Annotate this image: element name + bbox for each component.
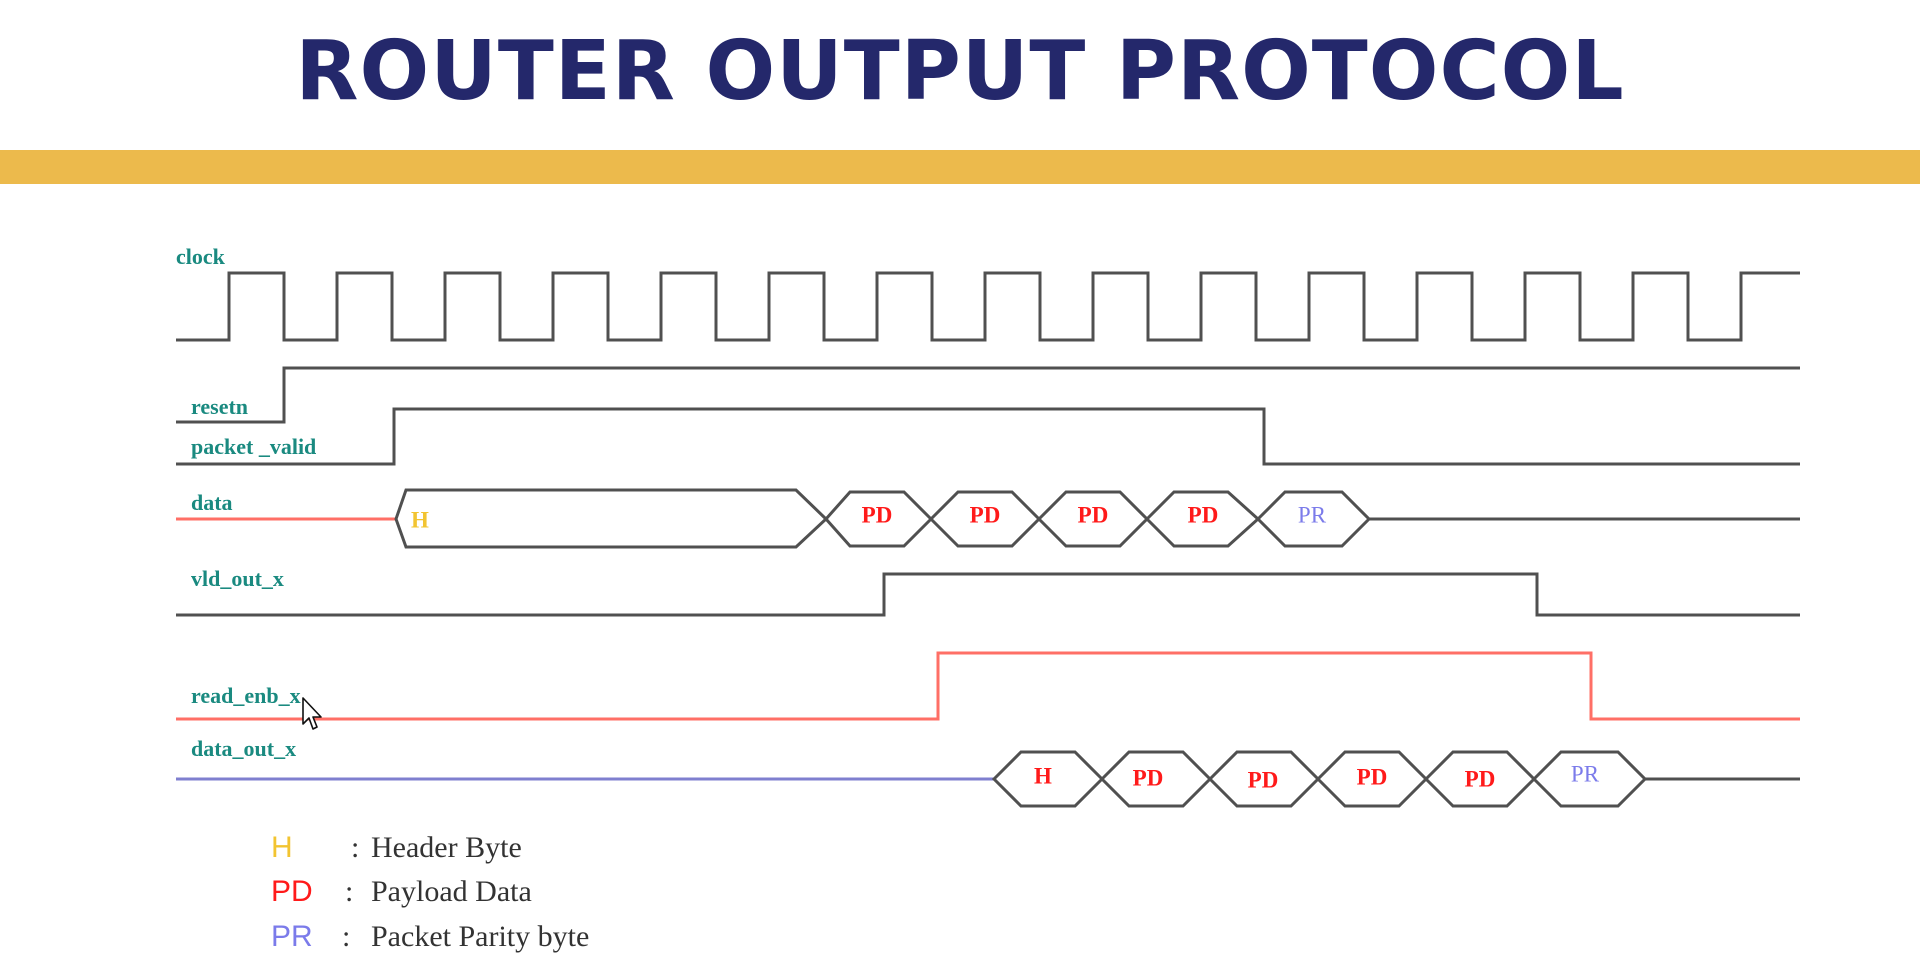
mouse-pointer-icon (302, 697, 322, 730)
data-label-pd-1: PD (862, 502, 893, 527)
label-resetn: resetn (191, 394, 248, 419)
legend-sep-pr: : (342, 920, 350, 953)
data-out-label-pd-4: PD (1465, 766, 1496, 791)
data-out-label-h: H (1034, 763, 1052, 788)
read-enb-x-waveform (176, 651, 1800, 721)
vld-out-x-waveform (176, 572, 1800, 617)
data-label-h: H (411, 507, 429, 532)
clock-waveform (176, 271, 1800, 342)
legend-sep-h: : (351, 831, 359, 864)
data-out-label-pr: PR (1571, 761, 1600, 786)
label-data: data (191, 490, 233, 515)
data-label-pd-4: PD (1188, 502, 1219, 527)
legend-desc-pd: Payload Data (371, 875, 532, 908)
legend-desc-pr: Packet Parity byte (371, 920, 589, 953)
legend-abbr-pr: PR (271, 920, 313, 953)
label-clock: clock (176, 244, 226, 269)
title-accent-bar (0, 150, 1920, 184)
label-packet-valid: packet _valid (191, 434, 316, 459)
legend-desc-h: Header Byte (371, 831, 522, 864)
data-header-box (394, 488, 829, 549)
packet-valid-waveform (176, 407, 1800, 466)
label-read-enb-x: read_enb_x (191, 683, 301, 708)
data-label-pd-3: PD (1078, 502, 1109, 527)
legend-sep-pd: : (345, 875, 353, 908)
label-data-out-x: data_out_x (191, 736, 296, 761)
legend: H : Header Byte PD : Payload Data PR : P… (271, 831, 589, 953)
data-out-label-pd-2: PD (1248, 767, 1279, 792)
slide-title: ROUTER OUTPUT PROTOCOL (295, 24, 1625, 119)
legend-abbr-h: H (271, 831, 293, 864)
data-label-pr: PR (1298, 502, 1327, 527)
data-out-label-pd-1: PD (1133, 765, 1164, 790)
data-label-pd-2: PD (970, 502, 1001, 527)
label-vld-out-x: vld_out_x (191, 566, 284, 591)
resetn-waveform (176, 366, 1800, 424)
legend-abbr-pd: PD (271, 875, 313, 908)
data-out-label-pd-3: PD (1357, 764, 1388, 789)
